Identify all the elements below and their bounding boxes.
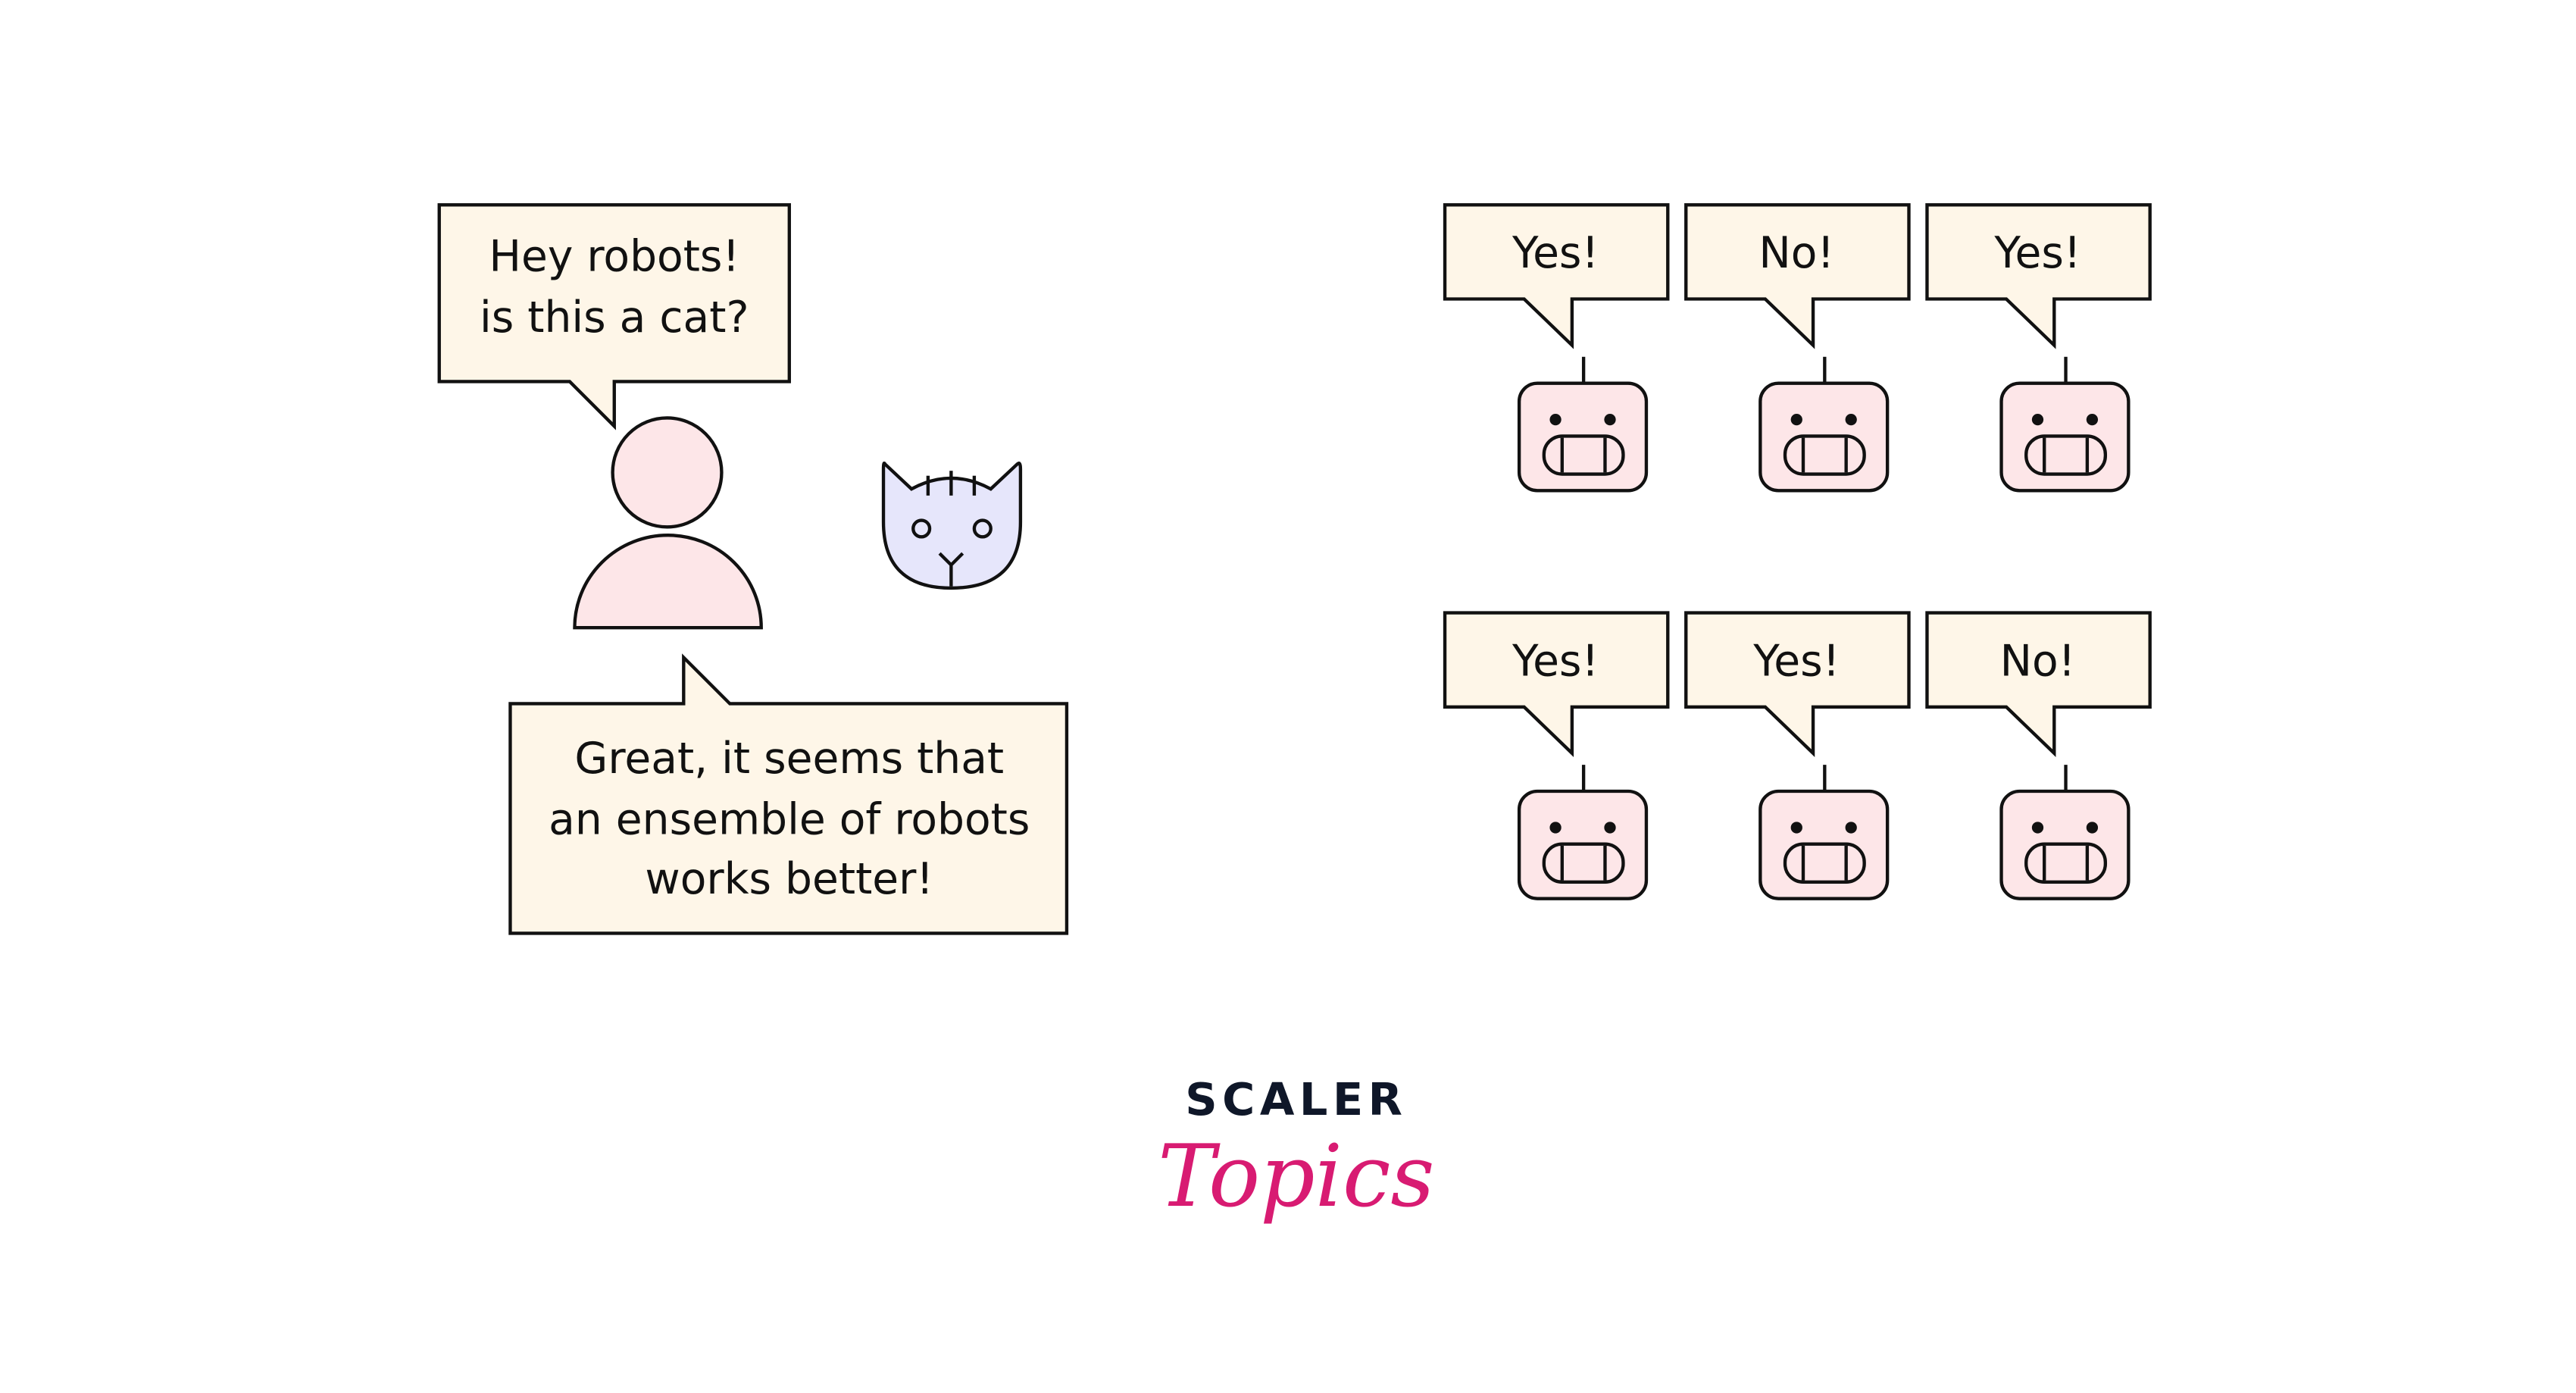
robot-answer: Yes! (1752, 636, 1840, 686)
answer-bubble (1925, 611, 2152, 757)
question-line-1: Hey robots! (489, 231, 739, 281)
person-icon (573, 416, 763, 630)
robot-head-icon (1999, 356, 2131, 493)
robot-answer: Yes! (1512, 228, 1599, 278)
scaler-topics-logo: SCALER Topics (1158, 1073, 1434, 1226)
logo-sub: Topics (1158, 1126, 1434, 1226)
robot-head-icon (1517, 356, 1649, 493)
question-line-2: is this a cat? (480, 293, 749, 343)
robot: Yes! (1443, 203, 1670, 493)
robot: Yes! (1443, 611, 1670, 900)
answer-bubble (1443, 203, 1670, 349)
conclusion-line-2: an ensemble of robots (549, 795, 1030, 845)
robot-head-icon (1517, 765, 1649, 900)
question-bubble: Hey robots! is this a cat? (437, 203, 791, 430)
robot-head-icon (1758, 765, 1890, 900)
cat-icon (881, 462, 1023, 590)
conclusion-line-3: works better! (645, 854, 933, 904)
robot: No! (1925, 611, 2152, 900)
robot-head-icon (1999, 765, 2131, 900)
robot-answer: Yes! (1512, 636, 1599, 686)
conclusion-bubble: Great, it seems that an ensemble of robo… (508, 653, 1069, 935)
answer-bubble (1684, 611, 1911, 757)
robot-answer: No! (1758, 228, 1834, 278)
robot-grid: Yes! No! Yes! Yes! Yes! No! (1443, 203, 2152, 900)
conclusion-line-1: Great, it seems that (574, 734, 1004, 784)
answer-bubble (1684, 203, 1911, 349)
robot-answer: Yes! (1993, 228, 2080, 278)
robot-answer: No! (2000, 636, 2076, 686)
logo-brand: SCALER (1185, 1073, 1407, 1125)
robot-head-icon (1758, 356, 1890, 493)
answer-bubble (1925, 203, 2152, 349)
answer-bubble (1443, 611, 1670, 757)
robot: Yes! (1925, 203, 2152, 493)
robot: No! (1684, 203, 1911, 493)
robot: Yes! (1684, 611, 1911, 900)
